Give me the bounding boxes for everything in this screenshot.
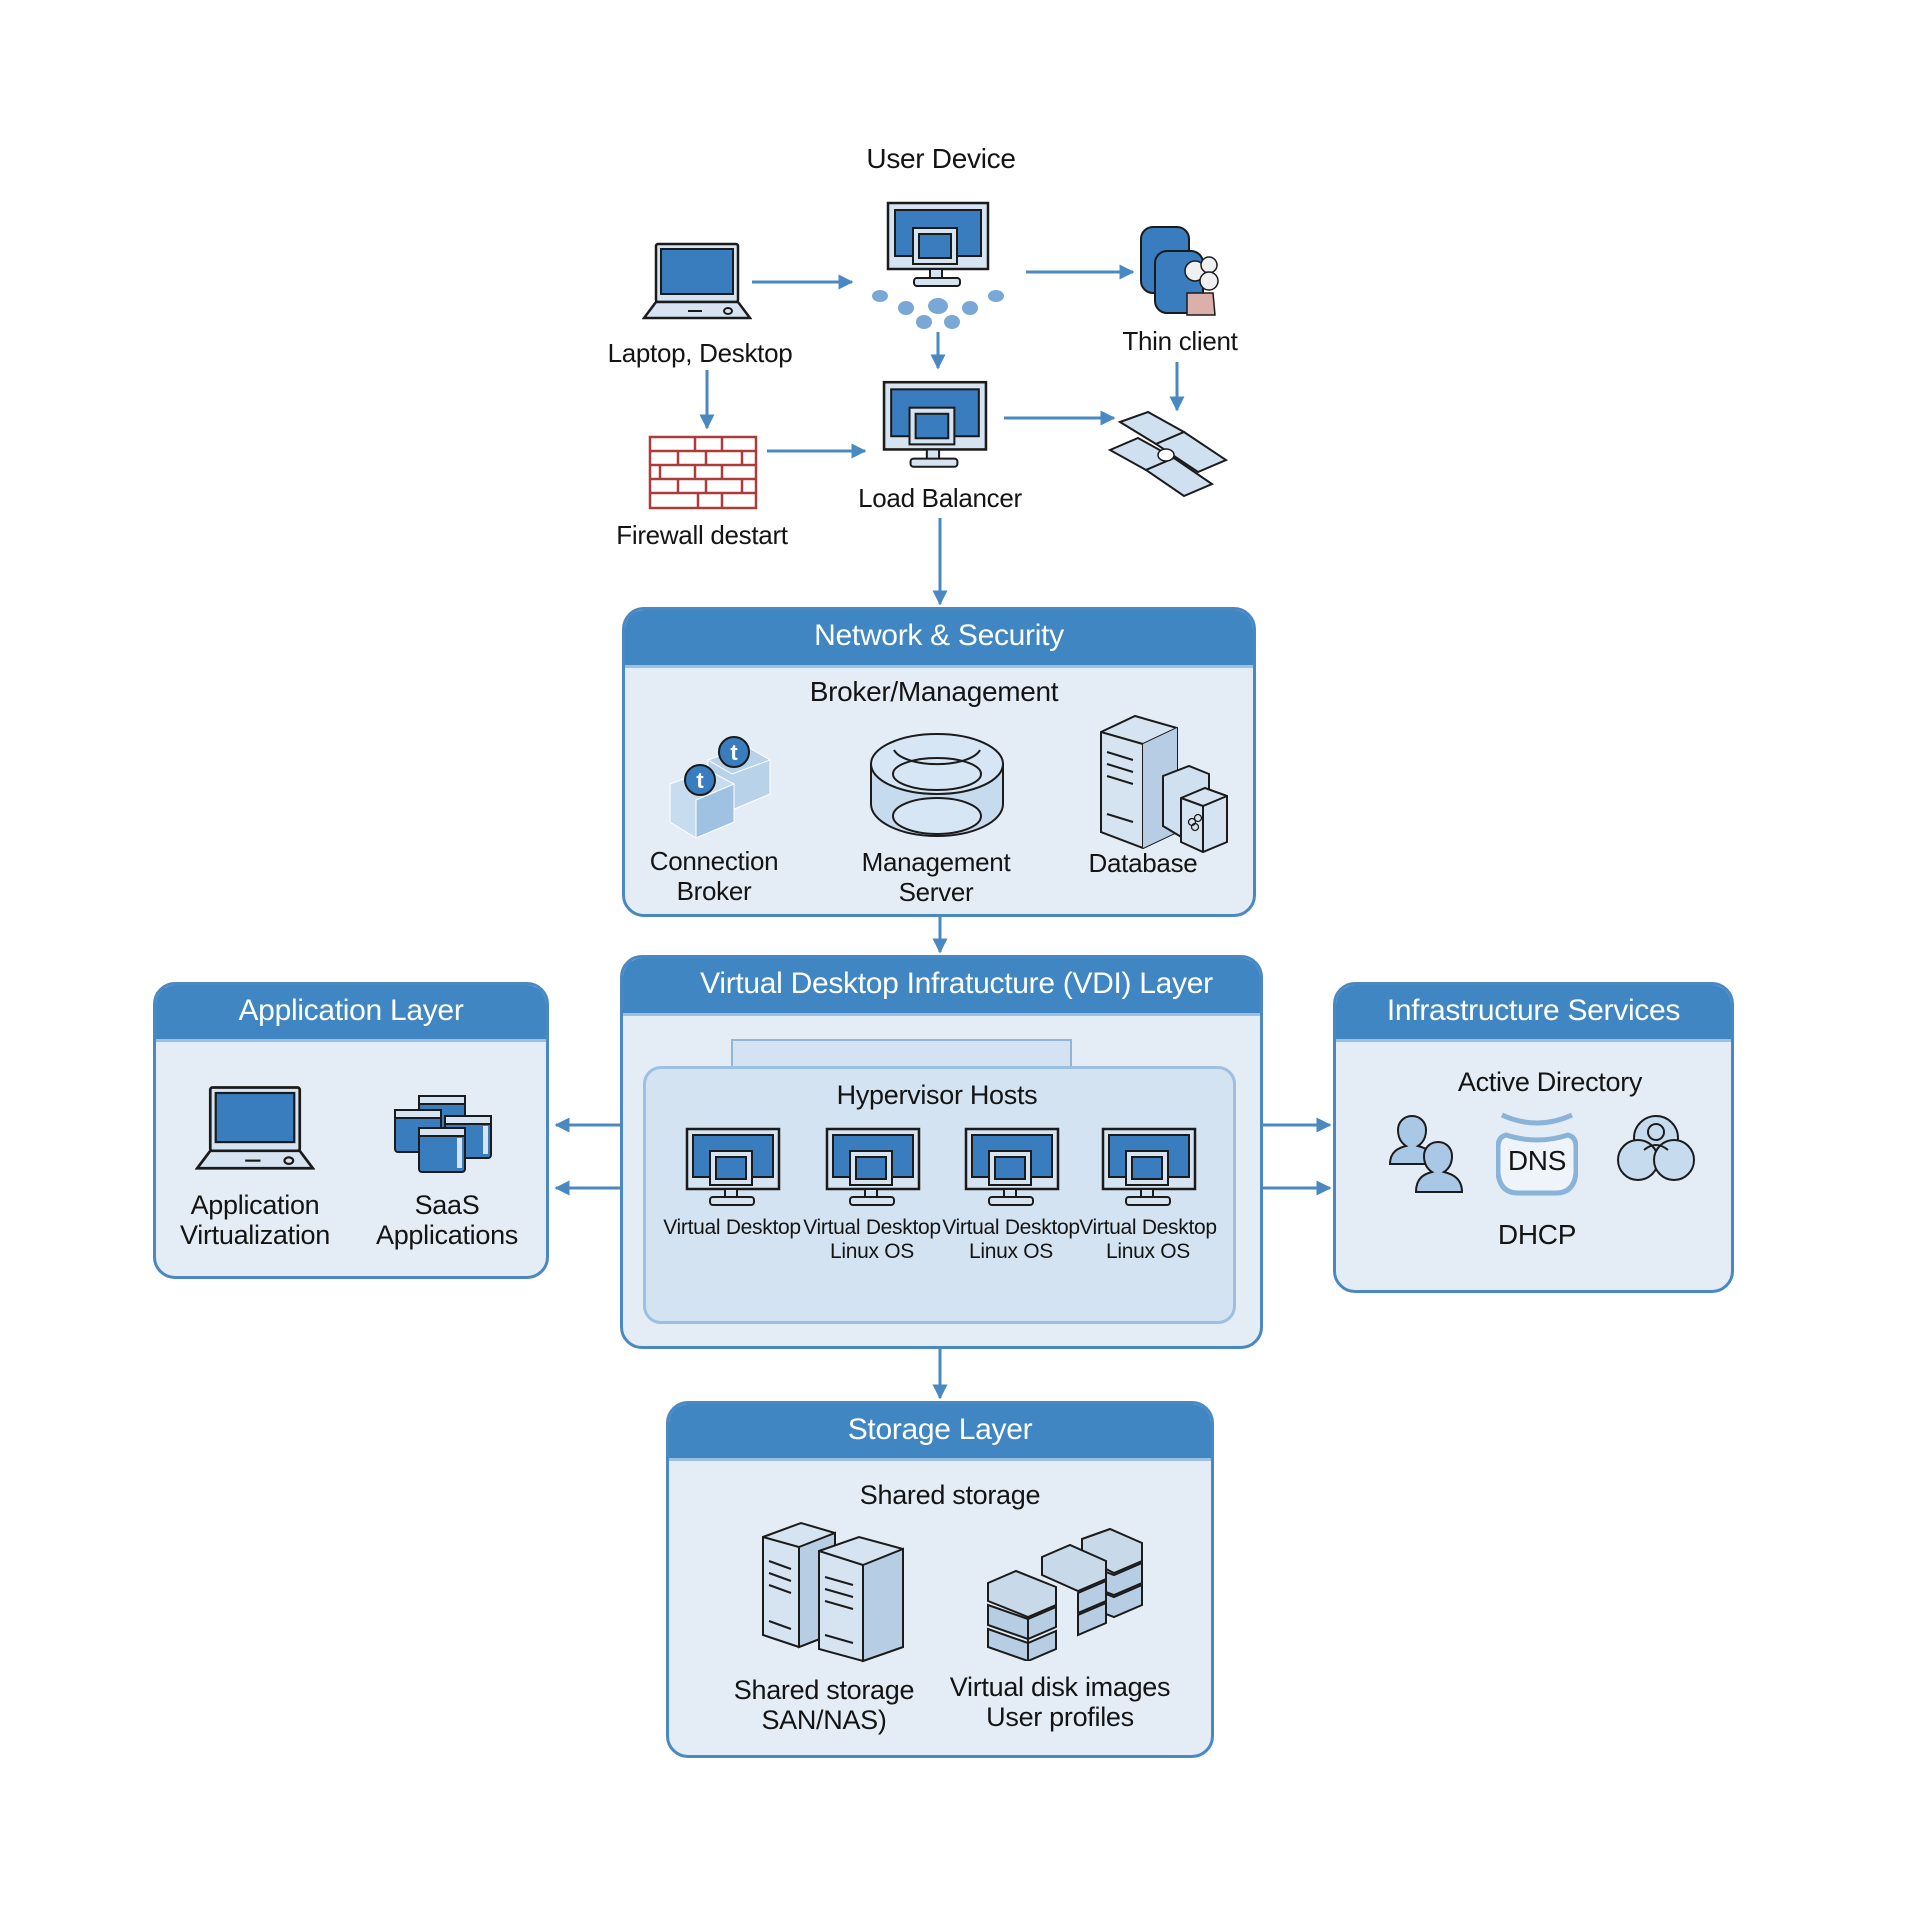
virtual-desktop-monitor-icon: [1101, 1127, 1197, 1206]
application-layer-header: Application Layer: [156, 985, 546, 1042]
svg-text:t: t: [696, 768, 704, 793]
database-server-icon: [1100, 714, 1228, 854]
application-virtualization-line2: Virtualization: [180, 1220, 330, 1250]
dhcp-label: DHCP: [1497, 1219, 1577, 1250]
load-balancer-monitor-icon: [882, 380, 988, 468]
connection-broker-icon: t t: [669, 736, 771, 839]
active-directory-title: Active Directory: [1457, 1067, 1643, 1097]
network-security-header: Network & Security: [625, 610, 1253, 668]
disk-images-line1: Virtual disk images: [949, 1672, 1171, 1702]
firewall-label: Firewall destart: [616, 520, 788, 550]
virtual-desktop-line1: Virtual Desktop: [803, 1216, 941, 1239]
management-server-label: Management Server: [862, 847, 1011, 907]
storage-servers-icon: [762, 1521, 904, 1663]
san-nas-label: Shared storage SAN/NAS): [733, 1675, 915, 1735]
infrastructure-services-header: Infrastructure Services: [1336, 985, 1731, 1042]
connection-broker-label: Connection Broker: [650, 846, 779, 906]
laptop-label: Laptop, Desktop: [607, 338, 793, 368]
dns-label: DNS: [1507, 1145, 1567, 1176]
broker-management-title: Broker/Management: [809, 676, 1059, 707]
storage-layer-header: Storage Layer: [669, 1404, 1211, 1461]
san-nas-line1: Shared storage: [733, 1675, 915, 1705]
puzzle-tiles-icon: [1108, 410, 1229, 498]
hypervisor-hosts-panel: [643, 1066, 1236, 1324]
disk-images-line2: User profiles: [986, 1702, 1134, 1732]
user-device-monitor-icon: [886, 201, 990, 287]
database-label: Database: [1088, 848, 1198, 878]
saas-applications-line1: SaaS: [414, 1190, 480, 1220]
users-group-icon: [1388, 1114, 1464, 1193]
user-device-title: User Device: [866, 143, 1016, 174]
wireless-signal-icon: [872, 290, 1004, 329]
app-windows-icon: [394, 1095, 492, 1173]
virtual-desktop-line1: Virtual Desktop: [663, 1216, 801, 1239]
virtual-desktop-line2: Linux OS: [830, 1240, 914, 1263]
vdi-layer-header: Virtual Desktop Infratucture (VDI) Layer: [623, 958, 1260, 1016]
virtual-desktop-line1: Virtual Desktop: [1079, 1216, 1217, 1239]
saas-applications-line2: Applications: [376, 1220, 518, 1250]
application-virtualization-label: Application Virtualization: [180, 1190, 330, 1250]
virtual-desktop-line2: Linux OS: [969, 1240, 1053, 1263]
connection-broker-line2: Broker: [676, 876, 752, 906]
virtual-desktop-label: Virtual Desktop: [663, 1216, 801, 1240]
virtual-desktop-line2: Linux OS: [1106, 1240, 1190, 1263]
hypervisor-hosts-title: Hypervisor Hosts: [836, 1080, 1038, 1110]
management-server-icon: [870, 733, 1004, 837]
disk-stack-icon: [987, 1527, 1143, 1661]
load-balancer-label: Load Balancer: [858, 483, 1022, 513]
virtual-desktop-monitor-icon: [964, 1127, 1060, 1206]
disk-images-label: Virtual disk images User profiles: [949, 1672, 1171, 1732]
virtual-desktop-monitor-icon: [825, 1127, 921, 1206]
network-group-icon: [1617, 1115, 1695, 1181]
firewall-icon: [648, 435, 758, 510]
san-nas-line2: SAN/NAS): [761, 1705, 887, 1735]
management-server-line1: Management: [861, 847, 1011, 877]
virtual-desktop-monitor-icon: [685, 1127, 781, 1206]
thin-client-icon: [1140, 226, 1219, 316]
connection-broker-line1: Connection: [649, 846, 779, 876]
thin-client-label: Thin client: [1122, 326, 1238, 356]
management-server-line2: Server: [898, 877, 974, 907]
hypervisor-tab: [731, 1039, 1072, 1069]
laptop-icon: [195, 1086, 315, 1170]
virtual-desktop-line1: Virtual Desktop: [942, 1216, 1080, 1239]
application-virtualization-line1: Application: [190, 1190, 320, 1220]
laptop-icon: [642, 242, 752, 320]
saas-applications-label: SaaS Applications: [376, 1190, 518, 1250]
dns-server-icon: [1496, 1112, 1578, 1196]
shared-storage-title: Shared storage: [859, 1480, 1041, 1510]
svg-text:t: t: [730, 740, 738, 765]
